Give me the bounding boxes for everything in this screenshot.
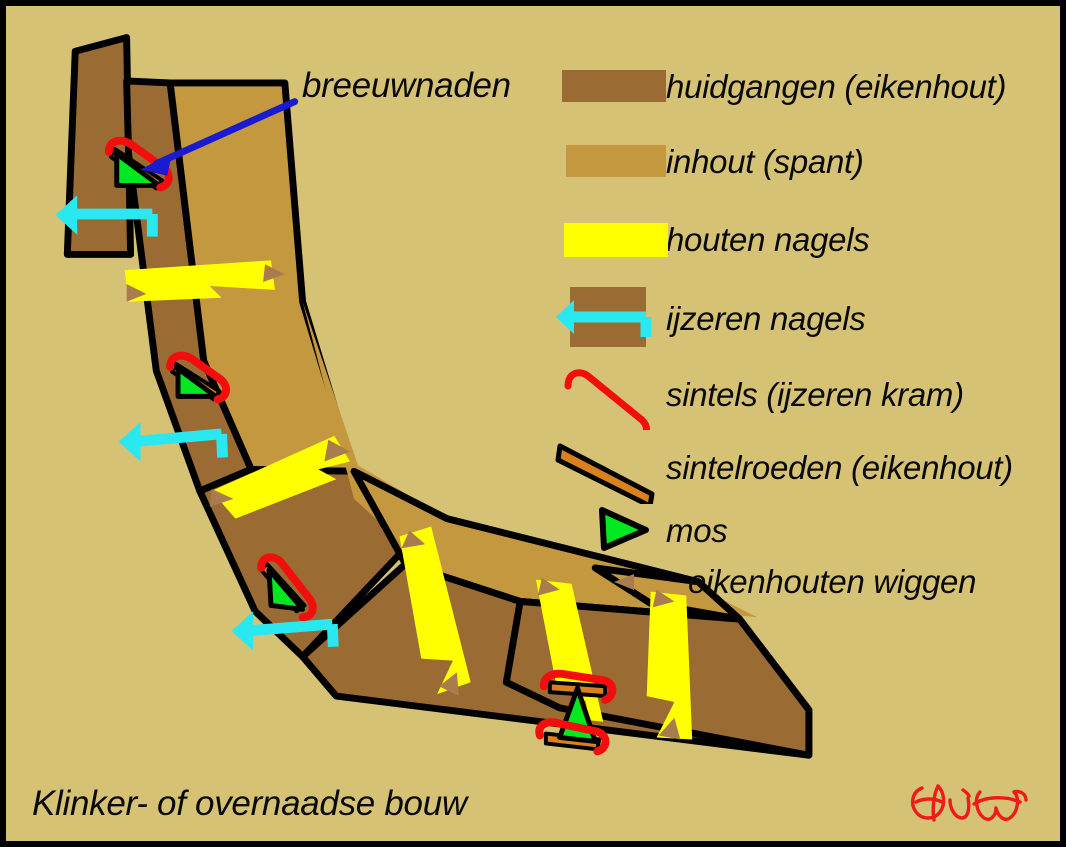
annotation-breeuwnaden: breeuwnaden xyxy=(302,66,511,105)
legend-label-sintels: sintels (ijzeren kram) xyxy=(666,375,964,413)
legend-label-houten-nagels: houten nagels xyxy=(666,220,870,258)
plank-upper-left xyxy=(63,34,135,258)
oak-wedge-3 xyxy=(324,439,351,462)
iron-nail-head-3 xyxy=(231,611,254,651)
legend-label-huidgangen: huidgangen (eikenhout) xyxy=(666,67,1007,105)
legend-item-ijzeren-nagels[interactable]: ijzeren nagels xyxy=(546,278,1058,358)
oak-wedge-1 xyxy=(263,264,285,283)
artist-signature xyxy=(910,784,1028,822)
legend-item-huidgangen[interactable]: huidgangen (eikenhout) xyxy=(546,50,1058,122)
planking-swatch xyxy=(546,64,666,108)
sintel-clamp-4 xyxy=(539,669,617,704)
breeuwnaden-arrow xyxy=(140,98,299,176)
legend-label-ijzeren-nagels: ijzeren nagels xyxy=(666,299,866,337)
iron-nail-head-2 xyxy=(118,422,141,462)
moss-1 xyxy=(114,151,162,188)
iron-clamp-swatch xyxy=(546,358,666,442)
sintel-clamp-1 xyxy=(104,136,173,192)
legend-item-mos[interactable]: mos xyxy=(546,504,1058,556)
legend-label-wiggen: eikenhouten wiggen xyxy=(688,562,977,600)
sintel-clamp-5 xyxy=(535,718,610,756)
oak-wedge-4 xyxy=(209,489,234,507)
oak-rod-swatch xyxy=(546,430,666,509)
oak-wedge-5 xyxy=(401,530,426,549)
iron-nail-2 xyxy=(132,428,228,458)
legend-item-inhout[interactable]: inhout (spant) xyxy=(546,122,1058,200)
iron-nail-head-1 xyxy=(55,195,78,235)
legend: huidgangen (eikenhout) inhout (spant) ho… xyxy=(546,50,1058,606)
iron-nail-1 xyxy=(69,208,158,237)
wooden-nail-band-1 xyxy=(124,260,275,302)
legend-label-inhout: inhout (spant) xyxy=(666,142,864,180)
wooden-nail-band-5 xyxy=(646,591,693,740)
iron-nail-3 xyxy=(244,618,339,648)
frame-bilge-panel xyxy=(284,82,521,559)
legend-item-sintels[interactable]: sintels (ijzeren kram) xyxy=(546,358,1058,442)
legend-item-wiggen[interactable]: eikenhouten wiggen xyxy=(546,556,1058,606)
moss-swatch xyxy=(546,504,666,556)
moss-2 xyxy=(175,366,219,399)
sintel-clamp-3 xyxy=(257,553,317,622)
legend-item-houten-nagels[interactable]: houten nagels xyxy=(546,200,1058,278)
oak-wedge-9 xyxy=(652,589,675,608)
legend-label-mos: mos xyxy=(666,511,728,549)
moss-3 xyxy=(266,567,306,612)
oak-wedge-2 xyxy=(126,284,147,302)
sintel-clamp-2 xyxy=(166,351,230,404)
iron-nail-swatch xyxy=(546,283,666,353)
legend-label-sintelroeden: sintelroeden (eikenhout) xyxy=(666,448,1013,486)
oak-wedge-10 xyxy=(658,717,681,740)
oak-wedge-6 xyxy=(439,672,459,697)
wooden-nail-band-2 xyxy=(211,435,351,519)
wooden-nail-swatch xyxy=(546,217,668,261)
wooden-nail-band-3 xyxy=(399,526,471,695)
legend-item-sintelroeden[interactable]: sintelroeden (eikenhout) xyxy=(546,430,1058,509)
frame-swatch xyxy=(546,139,666,183)
oak-wedge-swatch xyxy=(546,556,666,606)
page-title: Klinker- of overnaadse bouw xyxy=(32,784,467,823)
hull-cross-section-drawing xyxy=(55,34,813,759)
